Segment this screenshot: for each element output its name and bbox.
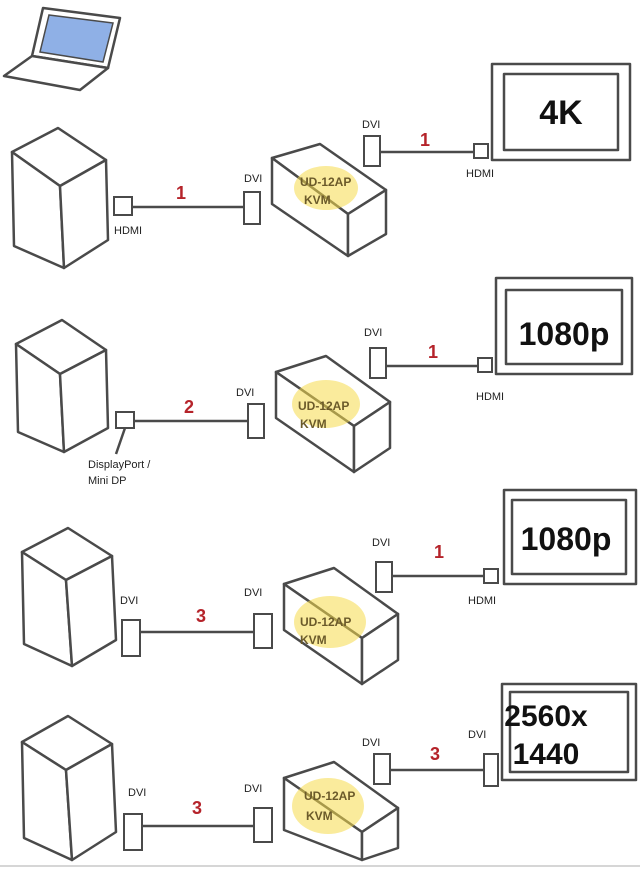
pc-port [123, 813, 143, 851]
desktop-tower-icon [20, 714, 118, 862]
monitor-resolution: 2560x [504, 700, 588, 733]
setup-row-3: DVI 3 DVI UD-12AP KVM DVI 1 HDMI 1080p [20, 488, 638, 686]
kvm-input-port [247, 403, 265, 439]
pc-port-label: DisplayPort / [88, 459, 151, 471]
monitor-resolution: 1080p [519, 316, 610, 352]
desktop-tower-icon [10, 126, 110, 270]
pc-port-leader [114, 427, 127, 455]
desktop-tower-icon [20, 526, 118, 668]
kvm-output-port [373, 753, 391, 785]
kvm-label-line2: KVM [300, 417, 327, 431]
pc-port [115, 411, 135, 429]
setup-row-2: DisplayPort / Mini DP 2 DVI UD-12AP KVM … [14, 276, 634, 487]
kvm-label-line1: UD-12AP [300, 615, 351, 629]
kvm-switch-icon: UD-12AP KVM [282, 566, 400, 686]
output-cable-number: 3 [430, 744, 440, 764]
monitor-icon: 2560x 1440 [500, 682, 638, 782]
kvm-input-port [243, 191, 261, 225]
monitor-resolution-line2: 1440 [513, 738, 580, 771]
monitor-port-label: HDMI [476, 391, 504, 403]
input-cable-number: 1 [176, 183, 186, 203]
output-cable-number: 1 [428, 342, 438, 362]
kvm-output-port [363, 135, 381, 167]
pc-port-label-line2: Mini DP [88, 475, 127, 487]
monitor-resolution: 4K [539, 94, 583, 132]
monitor-icon: 4K [490, 62, 632, 162]
monitor-port [477, 357, 493, 373]
pc-port [121, 619, 141, 657]
output-cable-number: 1 [434, 542, 444, 562]
kvm-label-line2: KVM [306, 809, 333, 823]
setup-row-4: DVI 3 DVI UD-12AP KVM DVI 3 DVI 2560x 14… [20, 682, 638, 862]
kvm-input-port [253, 807, 273, 843]
kvm-switch-icon: UD-12AP KVM [270, 142, 388, 258]
pc-port [113, 196, 133, 216]
monitor-port-label: HDMI [466, 168, 494, 180]
monitor-icon: 1080p [502, 488, 638, 586]
monitor-port-label: DVI [468, 729, 486, 741]
monitor-port-label: HDMI [468, 595, 496, 607]
input-cable-number: 3 [196, 606, 206, 626]
input-cable-number: 3 [192, 798, 202, 818]
monitor-icon: 1080p [494, 276, 634, 376]
kvm-input-label: DVI [244, 587, 262, 599]
kvm-input-port [253, 613, 273, 649]
kvm-output-label: DVI [372, 537, 390, 549]
kvm-output-label: DVI [362, 119, 380, 131]
pc-port-label: DVI [128, 787, 146, 799]
kvm-output-label: DVI [362, 737, 380, 749]
kvm-input-label: DVI [236, 387, 254, 399]
kvm-label-line2: KVM [304, 193, 331, 207]
monitor-port [483, 753, 499, 787]
kvm-label-line1: UD-12AP [304, 789, 355, 803]
output-cable-number: 1 [420, 130, 430, 150]
monitor-port [473, 143, 489, 159]
pc-port-label: DVI [120, 595, 138, 607]
input-cable-number: 2 [184, 397, 194, 417]
kvm-output-port [375, 561, 393, 593]
kvm-label-line1: UD-12AP [298, 399, 349, 413]
pc-port-label: HDMI [114, 225, 142, 237]
monitor-port [483, 568, 499, 584]
desktop-tower-icon [14, 318, 110, 454]
kvm-label-line2: KVM [300, 633, 327, 647]
kvm-input-label: DVI [244, 173, 262, 185]
monitor-resolution: 1080p [521, 521, 612, 557]
kvm-switch-icon: UD-12AP KVM [274, 354, 392, 474]
kvm-output-label: DVI [364, 327, 382, 339]
laptop-icon [2, 6, 122, 92]
kvm-output-port [369, 347, 387, 379]
kvm-label-line1: UD-12AP [300, 175, 351, 189]
kvm-switch-icon: UD-12AP KVM [282, 760, 400, 862]
kvm-input-label: DVI [244, 783, 262, 795]
setup-row-1: HDMI 1 DVI UD-12AP KVM DVI 1 HDMI 4K [10, 62, 632, 270]
